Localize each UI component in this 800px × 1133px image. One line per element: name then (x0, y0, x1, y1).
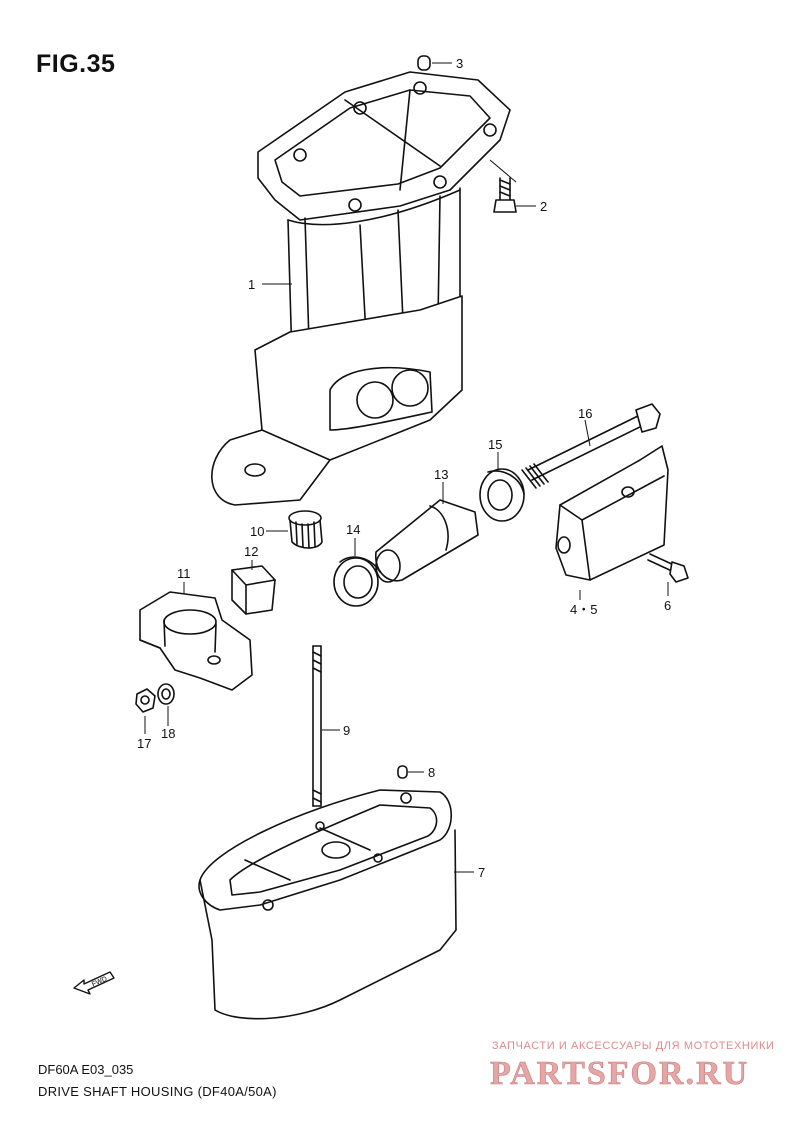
part-long-bolt-16[interactable] (521, 403, 661, 489)
part-sleeve-13[interactable] (375, 499, 479, 583)
watermark-logo: PARTSFOR.RU (490, 1055, 749, 1092)
figure-title: FIG.35 (36, 50, 116, 78)
part-cover-4-5[interactable] (555, 445, 669, 581)
part-bolt-6[interactable] (647, 553, 689, 583)
part-collar-10[interactable] (288, 510, 323, 549)
callout-15: 15 (488, 437, 502, 452)
callout-17: 17 (137, 736, 151, 751)
callout-3: 3 (456, 56, 463, 71)
callout-6: 6 (664, 598, 671, 613)
callout-10: 10 (250, 524, 264, 539)
part-drive-shaft-housing[interactable] (211, 71, 511, 506)
callout-12: 12 (244, 544, 258, 559)
fwd-label: FWD (91, 976, 108, 989)
part-dowel-pin-3[interactable] (417, 55, 431, 71)
callout-14: 14 (346, 522, 360, 537)
callout-16: 16 (578, 406, 592, 421)
callout-13: 13 (434, 467, 448, 482)
part-nut-17[interactable] (135, 688, 156, 713)
callout-8: 9 (343, 723, 350, 738)
callout-1: 1 (248, 277, 255, 292)
fwd-arrow-icon: FWD (73, 971, 115, 995)
watermark-logo-text: PARTSFOR.RU (490, 1055, 749, 1092)
part-bearing-15[interactable] (479, 468, 525, 522)
leader-lines (144, 62, 669, 873)
callout-11: 11 (177, 566, 191, 581)
part-washer-18[interactable] (157, 683, 175, 705)
part-block-12[interactable] (231, 565, 276, 615)
callout-4-5: 4・5 (570, 602, 597, 617)
diagram-caption: DRIVE SHAFT HOUSING (DF40A/50A) (38, 1084, 277, 1099)
part-bolt-2[interactable] (493, 177, 517, 213)
part-stud-8[interactable] (312, 645, 322, 807)
part-pin-9[interactable] (397, 765, 408, 779)
part-mount-11[interactable] (139, 591, 253, 691)
callout-labels: 3 2 1 16 15 13 10 14 12 11 4・5 6 9 17 18… (137, 56, 671, 880)
part-lower-housing-7[interactable] (198, 789, 457, 1020)
callout-2: 2 (540, 199, 547, 214)
diagram-code: DF60A E03_035 (38, 1062, 134, 1077)
callout-7: 7 (478, 865, 485, 880)
part-seal-14[interactable] (333, 556, 381, 607)
watermark-text: ЗАПЧАСТИ И АКСЕССУАРЫ ДЛЯ МОТОТЕХНИКИ (492, 1040, 775, 1052)
callout-18: 18 (161, 726, 175, 741)
callout-9: 8 (428, 765, 435, 780)
